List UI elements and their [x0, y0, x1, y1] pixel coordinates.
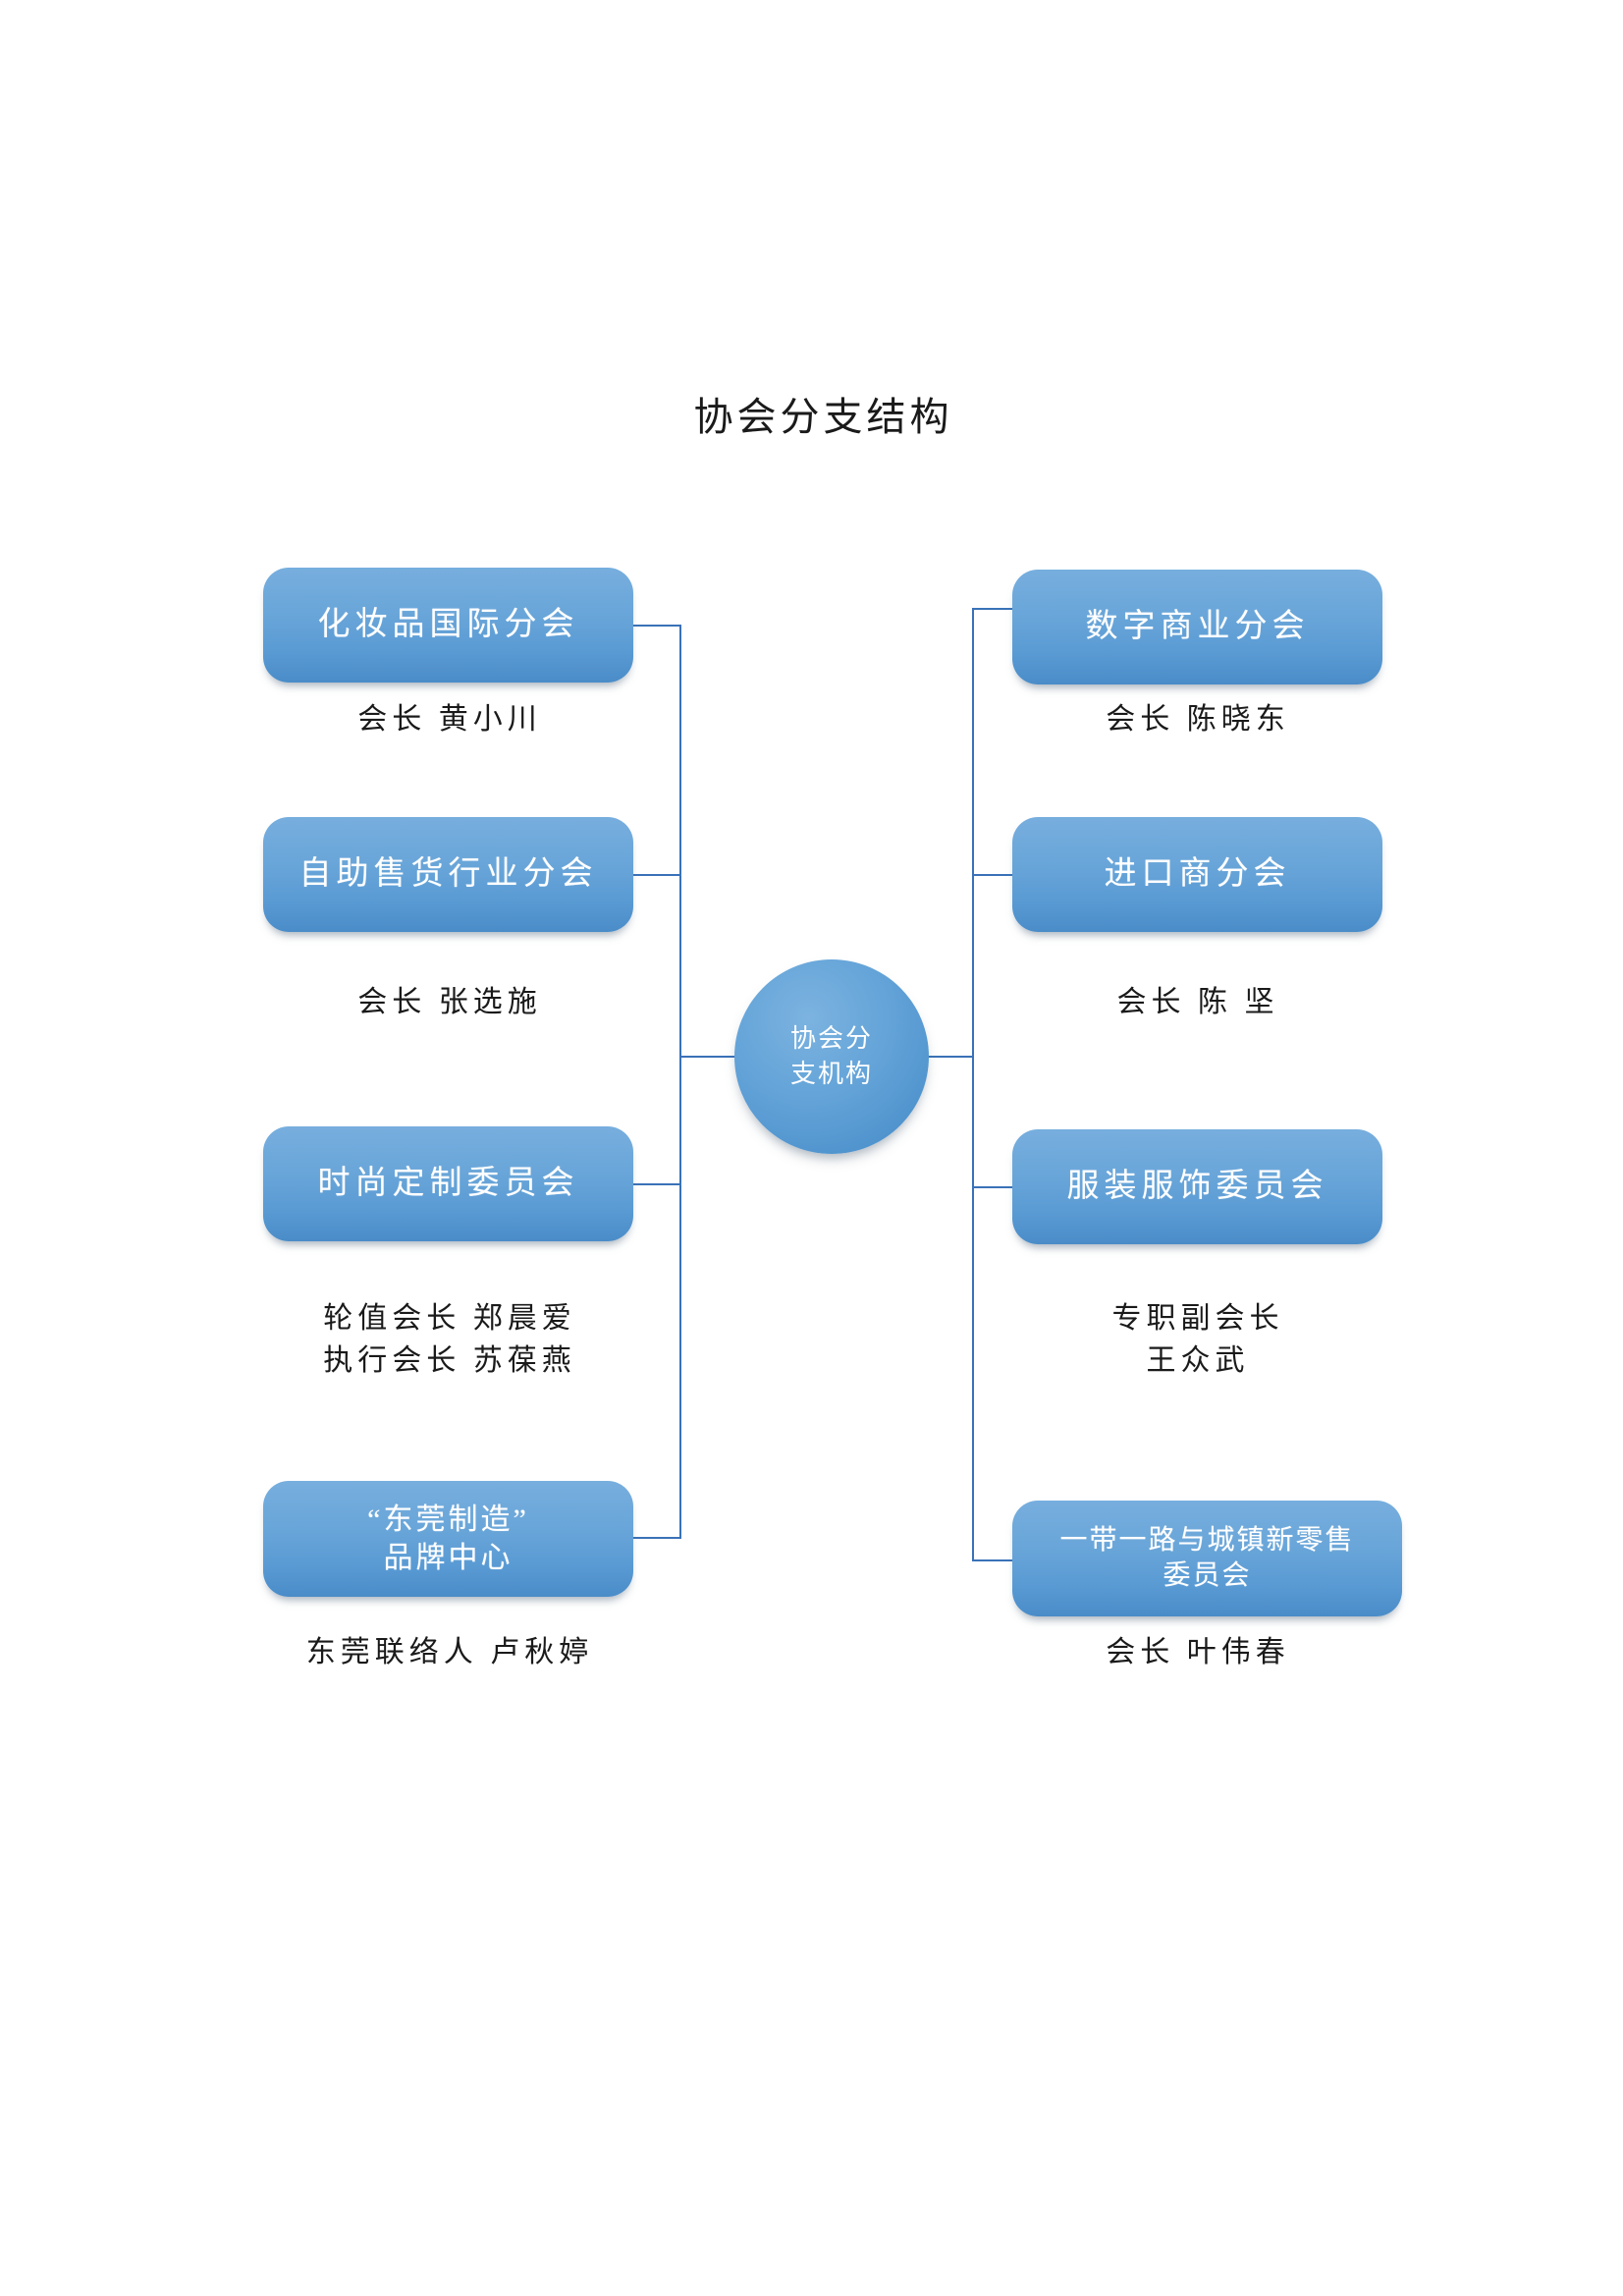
right-branch-connector-4 — [972, 1559, 1013, 1561]
node-label-line-2: 品牌中心 — [383, 1542, 514, 1574]
left-branch-connector-4 — [633, 1537, 681, 1539]
center-to-right-spine-connector — [927, 1056, 974, 1058]
node-label-line-2: 委员会 — [1163, 1560, 1252, 1591]
left-spine-connector — [679, 626, 681, 1539]
caption-line-1: 会长 陈 坚 — [1116, 986, 1279, 1018]
node-label-line-1: 自助售货行业分会 — [298, 856, 598, 893]
node-cosmetics-international[interactable]: 化妆品国际分会 — [263, 568, 633, 683]
node-apparel-and-accessories[interactable]: 服装服饰委员会 — [1012, 1129, 1382, 1244]
left-branch-connector-3 — [633, 1183, 681, 1185]
node-label-line-1: “东莞制造” — [367, 1503, 529, 1536]
right-branch-connector-3 — [972, 1186, 1013, 1188]
node-digital-commerce[interactable]: 数字商业分会 — [1012, 570, 1382, 684]
caption-self-service-vending: 会长 张选施 — [214, 982, 685, 1024]
left-spine-to-center-connector — [679, 1056, 740, 1058]
node-label-line-1: 一带一路与城镇新零售 — [1059, 1524, 1355, 1556]
node-self-service-vending[interactable]: 自助售货行业分会 — [263, 817, 633, 932]
left-branch-connector-1 — [633, 625, 681, 627]
center-node[interactable]: 协会分 支机构 — [734, 959, 929, 1154]
caption-line-2: 执行会长 苏葆燕 — [323, 1343, 576, 1377]
caption-line-1: 会长 陈晓东 — [1106, 703, 1290, 736]
node-belt-road-town-new-retail[interactable]: 一带一路与城镇新零售 委员会 — [1012, 1501, 1402, 1616]
caption-fashion-customization: 轮值会长 郑晨爱 执行会长 苏葆燕 — [214, 1298, 685, 1382]
caption-line-1: 东莞联络人 卢秋婷 — [305, 1636, 594, 1668]
page-title-text: 协会分支结构 — [693, 395, 953, 439]
left-branch-connector-2 — [633, 874, 681, 876]
caption-line-1: 会长 黄小川 — [357, 703, 542, 736]
right-branch-connector-1 — [972, 608, 1013, 610]
node-importers[interactable]: 进口商分会 — [1012, 817, 1382, 932]
node-label-line-1: 服装服饰委员会 — [1066, 1169, 1328, 1205]
caption-line-1: 轮值会长 郑晨爱 — [323, 1302, 576, 1335]
page-title: 协会分支结构 — [0, 385, 1623, 442]
center-node-line-2: 支机构 — [789, 1060, 873, 1088]
caption-apparel-and-accessories: 专职副会长 王众武 — [962, 1298, 1434, 1382]
caption-cosmetics-international: 会长 黄小川 — [214, 699, 685, 741]
caption-digital-commerce: 会长 陈晓东 — [962, 699, 1434, 741]
node-fashion-customization[interactable]: 时尚定制委员会 — [263, 1126, 633, 1241]
right-spine-connector — [972, 609, 974, 1561]
right-branch-connector-2 — [972, 874, 1013, 876]
node-label-line-1: 时尚定制委员会 — [317, 1166, 579, 1202]
caption-line-2: 王众武 — [1146, 1343, 1250, 1377]
caption-belt-road-town-new-retail: 会长 叶伟春 — [962, 1632, 1434, 1674]
node-label-line-1: 进口商分会 — [1104, 856, 1291, 893]
caption-importers: 会长 陈 坚 — [962, 982, 1434, 1024]
node-dongguan-manufacturing-brand-center[interactable]: “东莞制造” 品牌中心 — [263, 1481, 633, 1597]
node-label-line-1: 化妆品国际分会 — [317, 607, 579, 643]
caption-dongguan-manufacturing-brand-center: 东莞联络人 卢秋婷 — [194, 1632, 705, 1674]
caption-line-1: 专职副会长 — [1111, 1302, 1284, 1335]
caption-line-1: 会长 叶伟春 — [1106, 1636, 1290, 1668]
caption-line-1: 会长 张选施 — [357, 986, 542, 1018]
node-label-line-1: 数字商业分会 — [1085, 609, 1310, 645]
center-node-line-1: 协会分 — [789, 1024, 873, 1054]
